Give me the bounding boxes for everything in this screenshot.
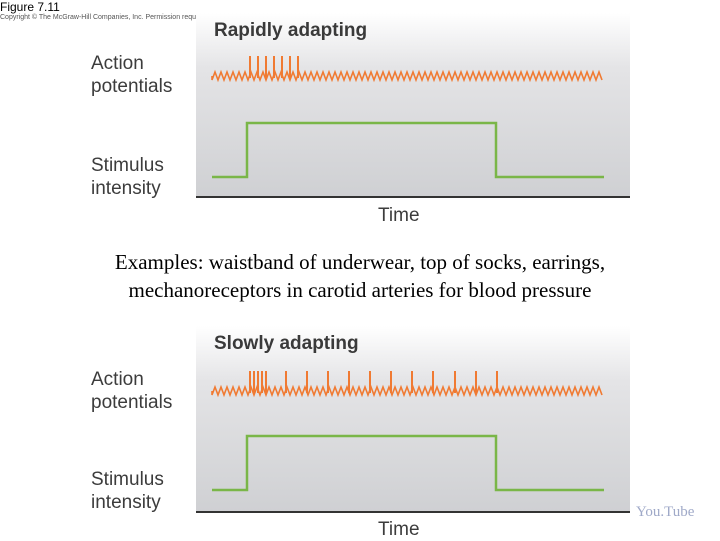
action-label-line-1: Action [91, 53, 144, 74]
slow-adapting-traces [196, 371, 630, 513]
copyright-notice: Copyright © The McGraw-Hill Companies, I… [0, 14, 293, 21]
examples-line-2: mechanoreceptors in carotid arteries for… [128, 278, 592, 302]
slowly-adapting-title: Slowly adapting [214, 333, 359, 354]
rapidly-adapting-title: Rapidly adapting [214, 20, 368, 41]
action-potentials-label-2: Action potentials [91, 368, 172, 414]
stimulus-intensity-label: Stimulus intensity [91, 154, 164, 200]
figure-label: Figure 7.11 [0, 0, 60, 14]
stimulus-label-line-2: intensity [91, 178, 161, 199]
action-potential-baseline [211, 384, 603, 398]
action-label-line-1: Action [91, 369, 144, 390]
stimulus-trace [212, 434, 604, 492]
time-axis-label-2: Time [378, 519, 420, 540]
youtube-link[interactable]: You.Tube [636, 504, 695, 520]
stimulus-label-line-1: Stimulus [91, 469, 164, 490]
examples-line-1: Examples: waistband of underwear, top of… [114, 250, 606, 274]
rapidly-adapting-panel [196, 13, 630, 197]
action-potentials-label: Action potentials [91, 52, 172, 98]
rapid-adapting-traces [196, 56, 630, 198]
action-label-line-2: potentials [91, 392, 173, 413]
slowly-adapting-panel [196, 326, 630, 512]
action-label-line-2: potentials [91, 76, 173, 97]
stimulus-trace [212, 121, 604, 179]
action-potential-baseline [211, 69, 603, 83]
stimulus-intensity-label-2: Stimulus intensity [91, 468, 164, 514]
examples-caption: Examples: waistband of underwear, top of… [0, 248, 720, 304]
time-axis-label: Time [378, 205, 420, 226]
stimulus-label-line-1: Stimulus [91, 155, 164, 176]
stimulus-label-line-2: intensity [91, 492, 161, 513]
